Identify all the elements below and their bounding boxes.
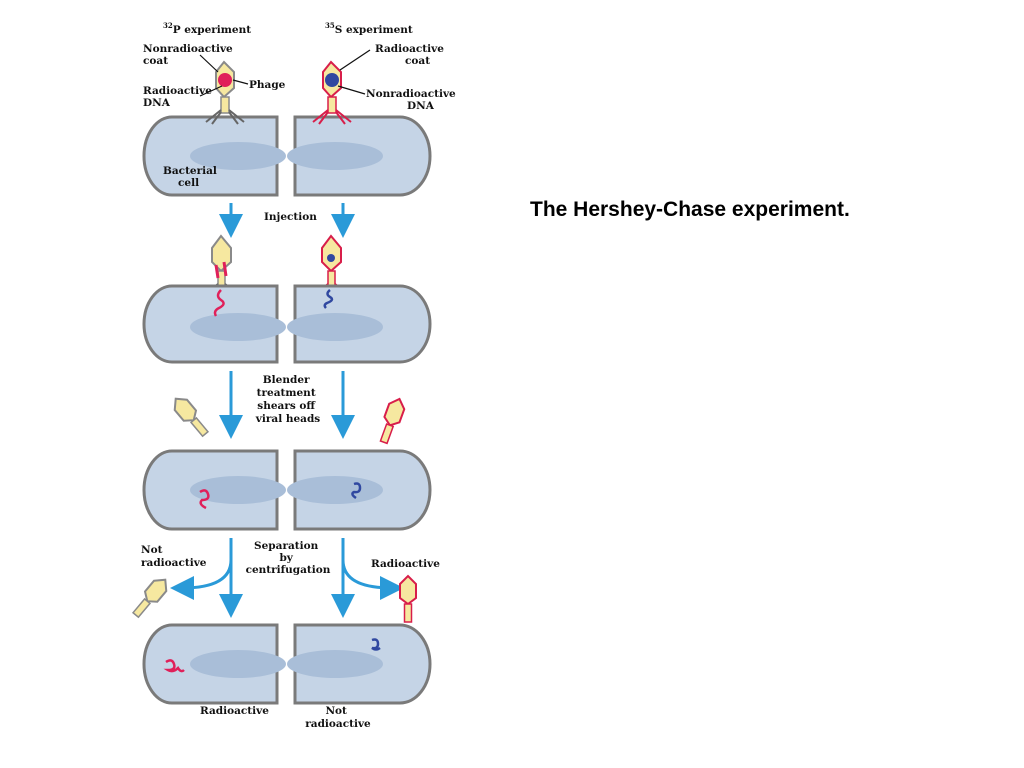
step-separation: Separation by centrifugation bbox=[246, 540, 331, 576]
supernatant-coat-left bbox=[131, 578, 168, 619]
cell-row2-right bbox=[287, 284, 432, 364]
step-injection: Injection bbox=[264, 211, 317, 223]
cell-row4-right bbox=[287, 623, 432, 705]
cell-row1-left bbox=[142, 115, 286, 197]
s35-experiment-label: 35S experiment bbox=[325, 21, 413, 36]
label-bacterial-cell: Bacterial cell bbox=[163, 165, 221, 189]
cell-row1-right bbox=[287, 115, 432, 197]
phage-row1-left bbox=[205, 60, 245, 125]
cell-row3-right bbox=[287, 449, 432, 531]
label-radioactive-dna: Radioactive DNA bbox=[143, 85, 216, 109]
label-radioactive-coat: Radioactive coat bbox=[375, 43, 448, 67]
detached-head-blender-right bbox=[379, 397, 406, 445]
supernatant-coat-right bbox=[399, 574, 417, 623]
label-nonradioactive-dna: Nonradioactive DNA bbox=[366, 88, 459, 112]
cell-row3-left bbox=[142, 449, 286, 531]
result-left-supernatant: Not radioactive bbox=[141, 544, 207, 569]
label-phage: Phage bbox=[249, 79, 286, 91]
phage-row1-right bbox=[312, 60, 352, 125]
result-left-pellet: Radioactive bbox=[200, 705, 269, 717]
p32-experiment-label: 32P experiment bbox=[163, 21, 251, 36]
hershey-chase-diagram: 32P experiment 35S experiment Nonradioac… bbox=[131, 21, 459, 730]
cell-row4-left bbox=[142, 623, 286, 705]
detached-head-blender-left bbox=[173, 397, 210, 438]
result-right-pellet: Not radioactive bbox=[305, 705, 371, 730]
cell-row2-left bbox=[142, 284, 286, 364]
label-nonradioactive-coat: Nonradioactive coat bbox=[143, 43, 236, 67]
slide-title: The Hershey-Chase experiment. bbox=[530, 198, 850, 221]
result-right-supernatant: Radioactive bbox=[371, 558, 440, 570]
step-blender: Blender treatment shears off viral heads bbox=[255, 374, 321, 425]
